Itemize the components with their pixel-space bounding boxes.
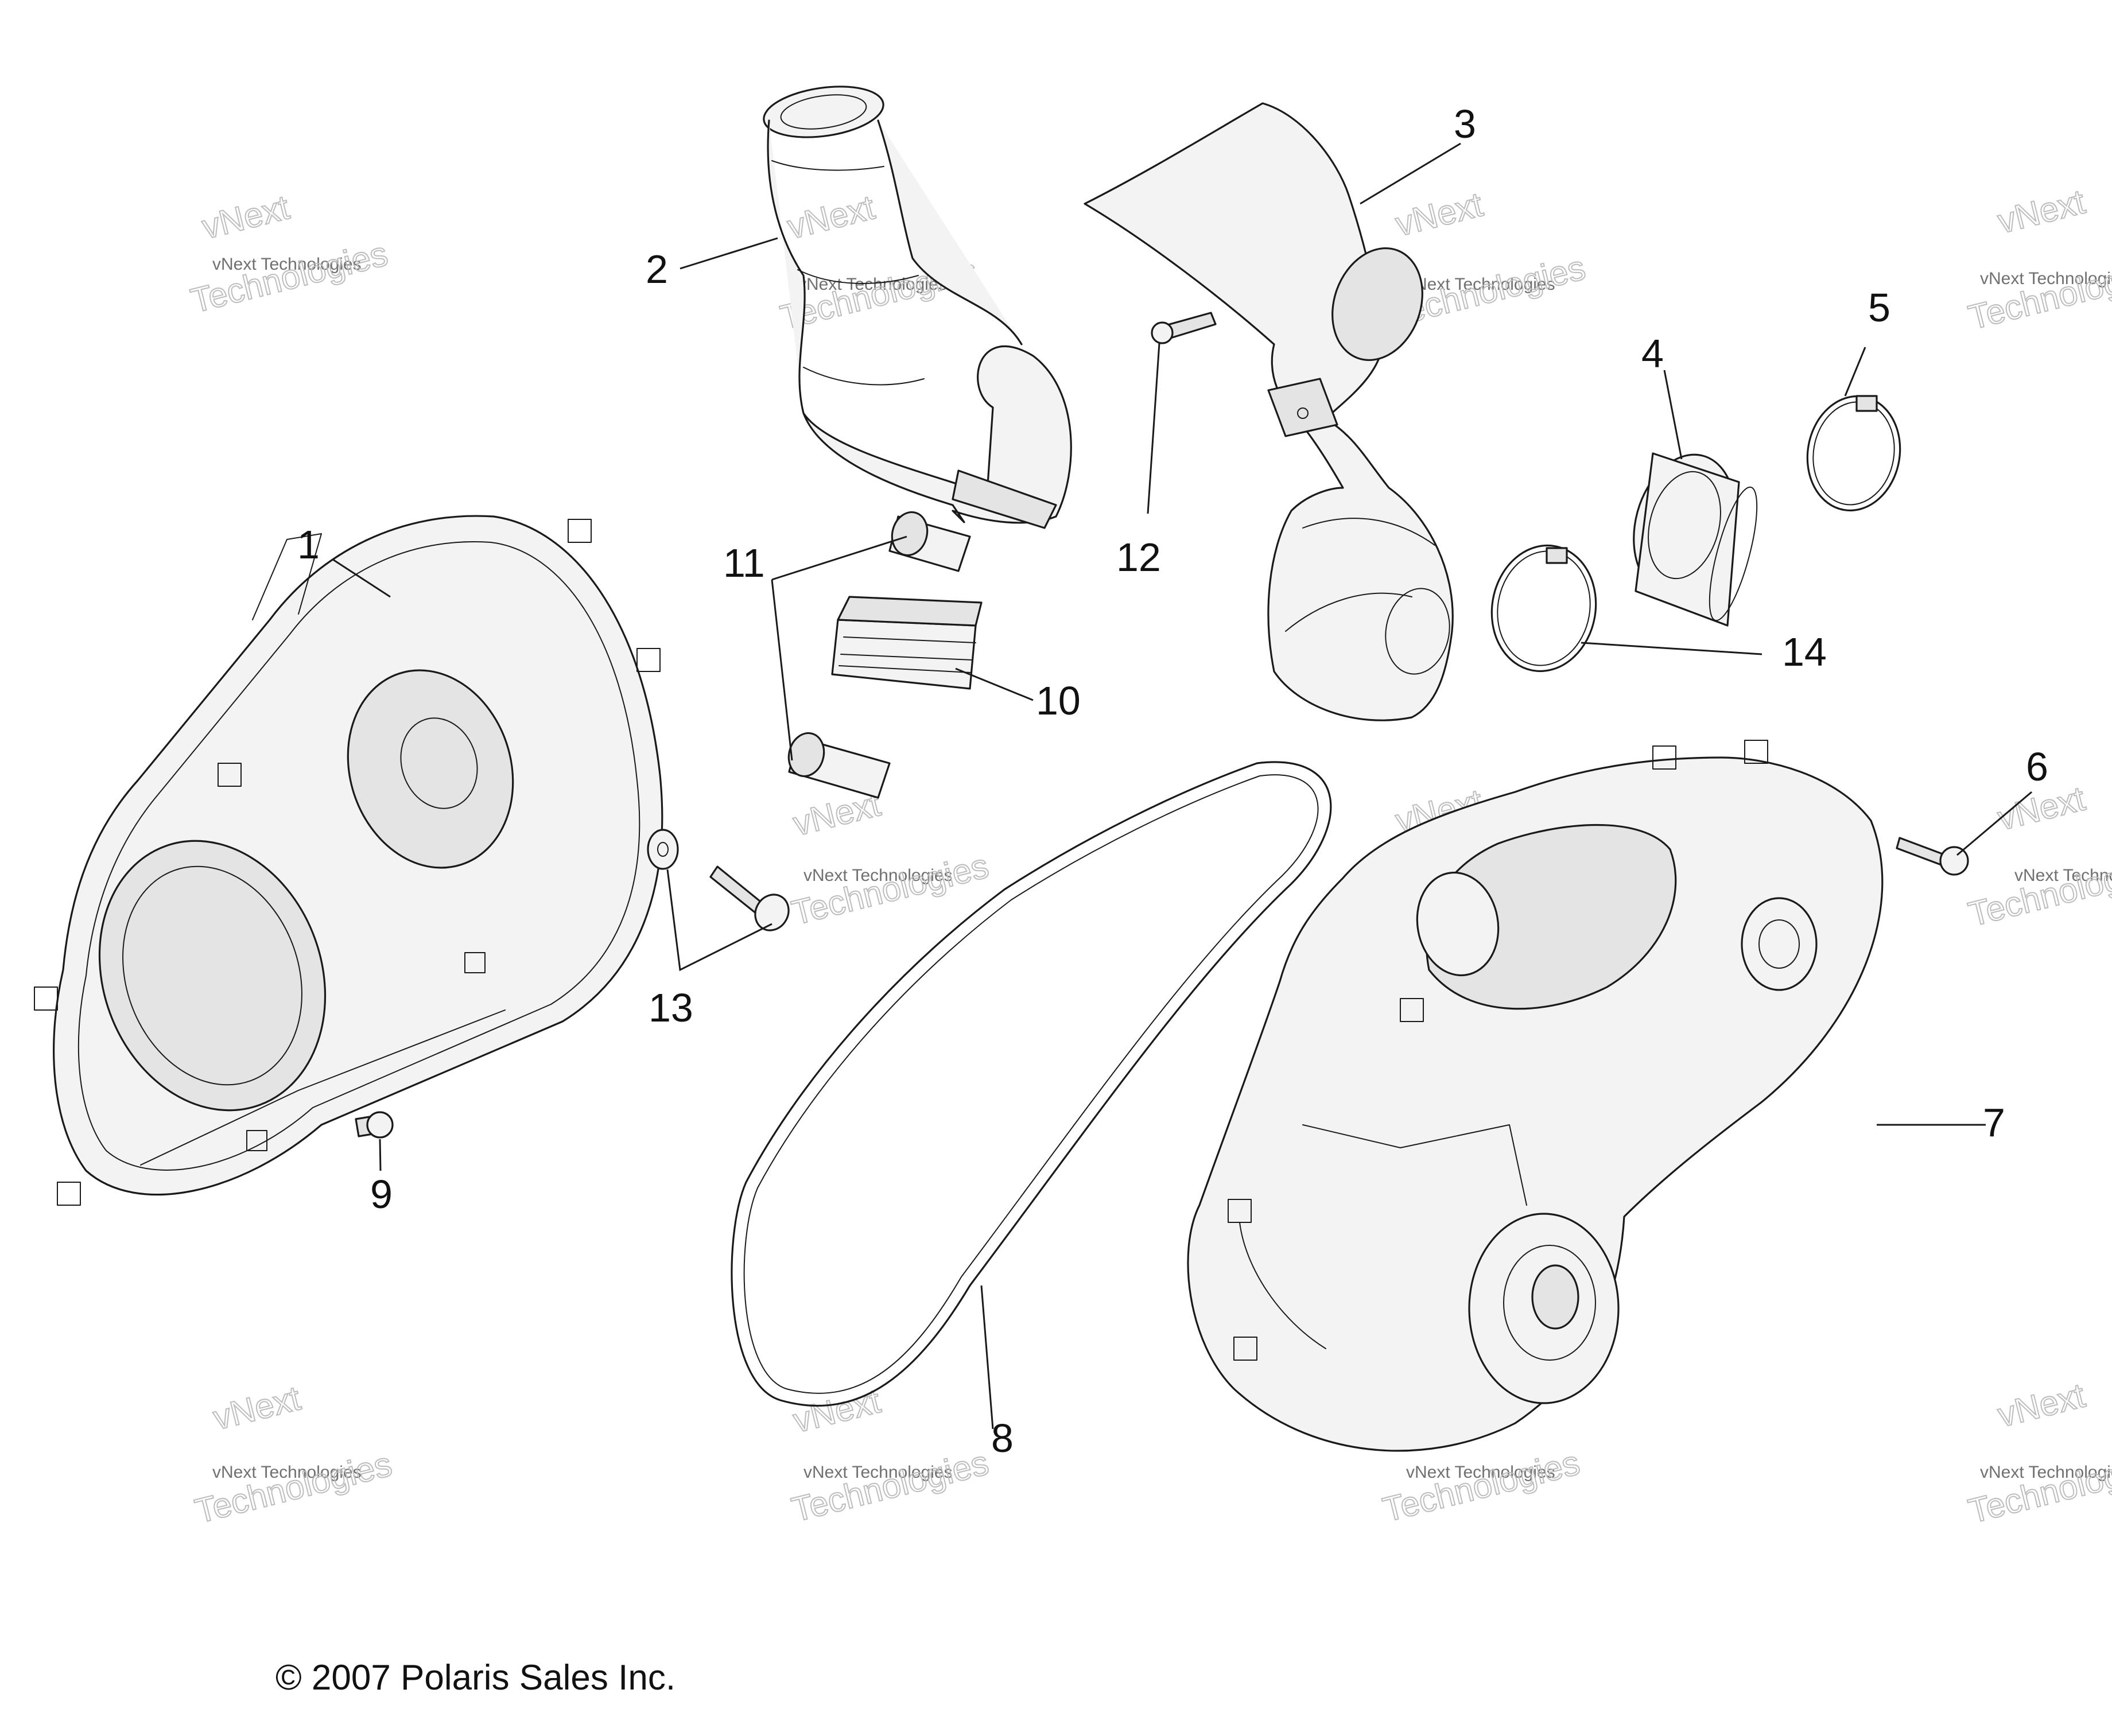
part-drive-belt — [731, 761, 1332, 1407]
leader-10 — [955, 667, 1034, 701]
watermark-sub: Technologies — [187, 234, 391, 320]
leader-11b — [771, 535, 907, 581]
watermark: vNext vNext Technologies Technologies — [1964, 181, 2112, 337]
watermark-sub: Technologies — [1965, 251, 2112, 337]
leader-2 — [680, 237, 778, 270]
part-screw-12 — [1151, 312, 1217, 344]
callout-8: 8 — [991, 1416, 1014, 1461]
watermark-sub: Technologies — [788, 846, 992, 933]
callout-13: 13 — [649, 985, 693, 1030]
leader-4 — [1663, 370, 1683, 460]
watermark-company: vNext Technologies — [2014, 866, 2112, 885]
callout-14: 14 — [1782, 630, 1827, 674]
leader-8 — [980, 1285, 994, 1430]
callout-10: 10 — [1036, 678, 1081, 723]
watermark-company: vNext Technologies — [1406, 1463, 1555, 1482]
callout-2: 2 — [646, 247, 668, 292]
callout-5: 5 — [1868, 285, 1890, 330]
callout-1: 1 — [297, 522, 320, 567]
leader-3 — [1360, 142, 1461, 205]
watermark-company: vNext Technologies — [1980, 269, 2112, 288]
part-bolt-13 — [647, 829, 790, 931]
leader-13 — [666, 869, 772, 972]
watermark-brand: vNext — [1392, 185, 1486, 243]
watermark-brand: vNext — [209, 1378, 304, 1437]
watermark-sub: Technologies — [191, 1444, 395, 1531]
part-plugs-11 — [787, 511, 971, 799]
part-inner-cover — [34, 515, 663, 1206]
callout-9: 9 — [370, 1172, 393, 1217]
watermark-brand: vNext — [1994, 1376, 2088, 1434]
part-hose-clamp-5 — [1806, 395, 1901, 512]
watermark-sub: Technologies — [1965, 1444, 2112, 1531]
leader-9 — [379, 1139, 382, 1171]
callout-11: 11 — [723, 541, 765, 585]
watermark-sub: Technologies — [1379, 1443, 1583, 1529]
part-hose-clamp-14 — [1490, 544, 1597, 673]
part-screw-9 — [355, 1111, 394, 1139]
copyright-notice: © 2007 Polaris Sales Inc. — [275, 1658, 676, 1698]
watermark-company: vNext Technologies — [803, 866, 953, 885]
watermark-brand: vNext — [789, 1381, 884, 1440]
part-outer-cover — [1187, 740, 1884, 1452]
part-bolt-6 — [1896, 837, 1969, 876]
callout-7: 7 — [1983, 1100, 2005, 1145]
part-intake-duct — [763, 86, 1072, 529]
leader-1 — [332, 558, 391, 598]
watermark: vNext vNext Technologies Technologies — [191, 1378, 396, 1531]
part-seal-10 — [831, 596, 983, 690]
watermark: vNext vNext Technologies Technologies — [787, 784, 993, 933]
watermark-brand: vNext — [783, 188, 878, 246]
callout-3: 3 — [1454, 102, 1476, 146]
watermark-brand: vNext — [1994, 182, 2088, 240]
part-adapter-sleeve — [1633, 452, 1758, 627]
watermark: vNext vNext Technologies Technologies — [187, 187, 392, 321]
callout-12: 12 — [1116, 535, 1161, 580]
watermark-sub: Technologies — [1965, 848, 2112, 934]
leader-12 — [1147, 343, 1160, 514]
watermark: vNext vNext Technologies Technologies — [1964, 778, 2112, 934]
leader-6 — [1956, 791, 2032, 856]
watermark-company: vNext Technologies — [212, 255, 362, 274]
leader-5 — [1844, 347, 1866, 397]
callout-4: 4 — [1641, 331, 1664, 376]
watermark-company: vNext Technologies — [803, 1463, 953, 1482]
watermark-company: vNext Technologies — [1406, 275, 1555, 294]
watermark-brand: vNext — [198, 188, 293, 246]
watermark-company: vNext Technologies — [798, 275, 947, 294]
watermark-company: vNext Technologies — [1980, 1463, 2112, 1482]
watermark-sub: Technologies — [788, 1443, 992, 1529]
leader-14 — [1581, 642, 1762, 655]
callout-layer: 1 2 3 4 5 6 7 8 9 10 11 12 13 14 — [297, 102, 2048, 1461]
leader-11a — [771, 579, 793, 761]
part-outlet-duct — [1084, 102, 1454, 721]
leader-lines — [332, 142, 2032, 1430]
watermark-company: vNext Technologies — [212, 1463, 362, 1482]
callout-6: 6 — [2026, 744, 2048, 789]
watermark: vNext vNext Technologies Technologies — [1964, 1375, 2112, 1531]
watermark: vNext vNext Technologies Technologies — [787, 1381, 993, 1529]
